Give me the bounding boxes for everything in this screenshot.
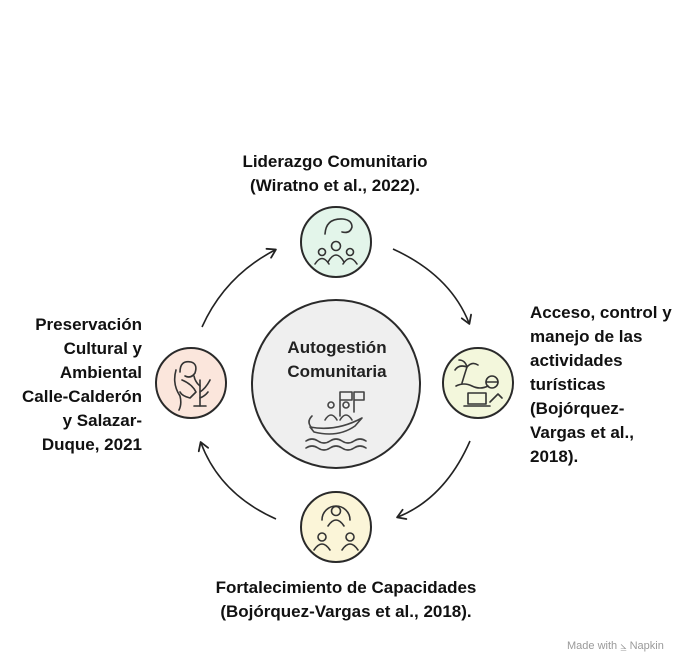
label-line: Vargas et al., <box>530 423 634 442</box>
label-acceso-control-manejo: Acceso, control y manejo de las activida… <box>530 301 672 469</box>
arrow-bottom-to-left <box>197 441 277 520</box>
label-line: actividades <box>530 351 623 370</box>
label-line: y Salazar- <box>62 411 142 430</box>
label-line: (Wiratno et al., 2022). <box>250 176 420 195</box>
label-fortalecimiento-capacidades: Fortalecimiento de Capacidades (Bojórque… <box>130 576 562 624</box>
arrow-right-to-bottom <box>396 440 471 520</box>
label-preservacion-cultural: Preservación Cultural y Ambiental Calle-… <box>4 313 142 457</box>
center-title-line: Autogestión <box>287 338 387 357</box>
boat-flags-icon <box>305 391 367 451</box>
label-line: (Bojórquez- <box>530 399 625 418</box>
label-line: Duque, 2021 <box>41 435 142 454</box>
label-line: turísticas <box>530 375 606 394</box>
leadership-group-icon <box>314 218 358 265</box>
beach-laptop-icon <box>454 359 503 407</box>
arrow-left-to-top <box>201 247 277 328</box>
label-line: Ambiental <box>59 363 142 382</box>
arrow-top-to-right <box>392 248 472 325</box>
label-line: Cultural y <box>63 339 142 358</box>
center-title: Autogestión Comunitaria <box>262 336 412 384</box>
label-line: Fortalecimiento de Capacidades <box>215 578 477 597</box>
team-training-icon <box>313 505 359 551</box>
center-hub <box>251 299 421 469</box>
person-plant-icon <box>173 360 211 411</box>
label-line: 2018). <box>530 447 579 466</box>
center-title-line: Comunitaria <box>287 362 387 381</box>
label-line: Calle-Calderón <box>22 387 142 406</box>
label-line: Acceso, control y <box>530 303 672 322</box>
label-line: Preservación <box>35 315 142 334</box>
label-line: manejo de las <box>530 327 643 346</box>
label-liderazgo-comunitario: Liderazgo Comunitario (Wiratno et al., 2… <box>168 150 502 198</box>
napkin-watermark: Made with ⦥ Napkin <box>567 640 664 652</box>
node-left-circle <box>155 347 227 419</box>
label-line: (Bojórquez-Vargas et al., 2018). <box>220 602 472 621</box>
node-bottom-circle <box>300 491 372 563</box>
node-right-circle <box>442 347 514 419</box>
label-line: Liderazgo Comunitario <box>242 152 428 171</box>
